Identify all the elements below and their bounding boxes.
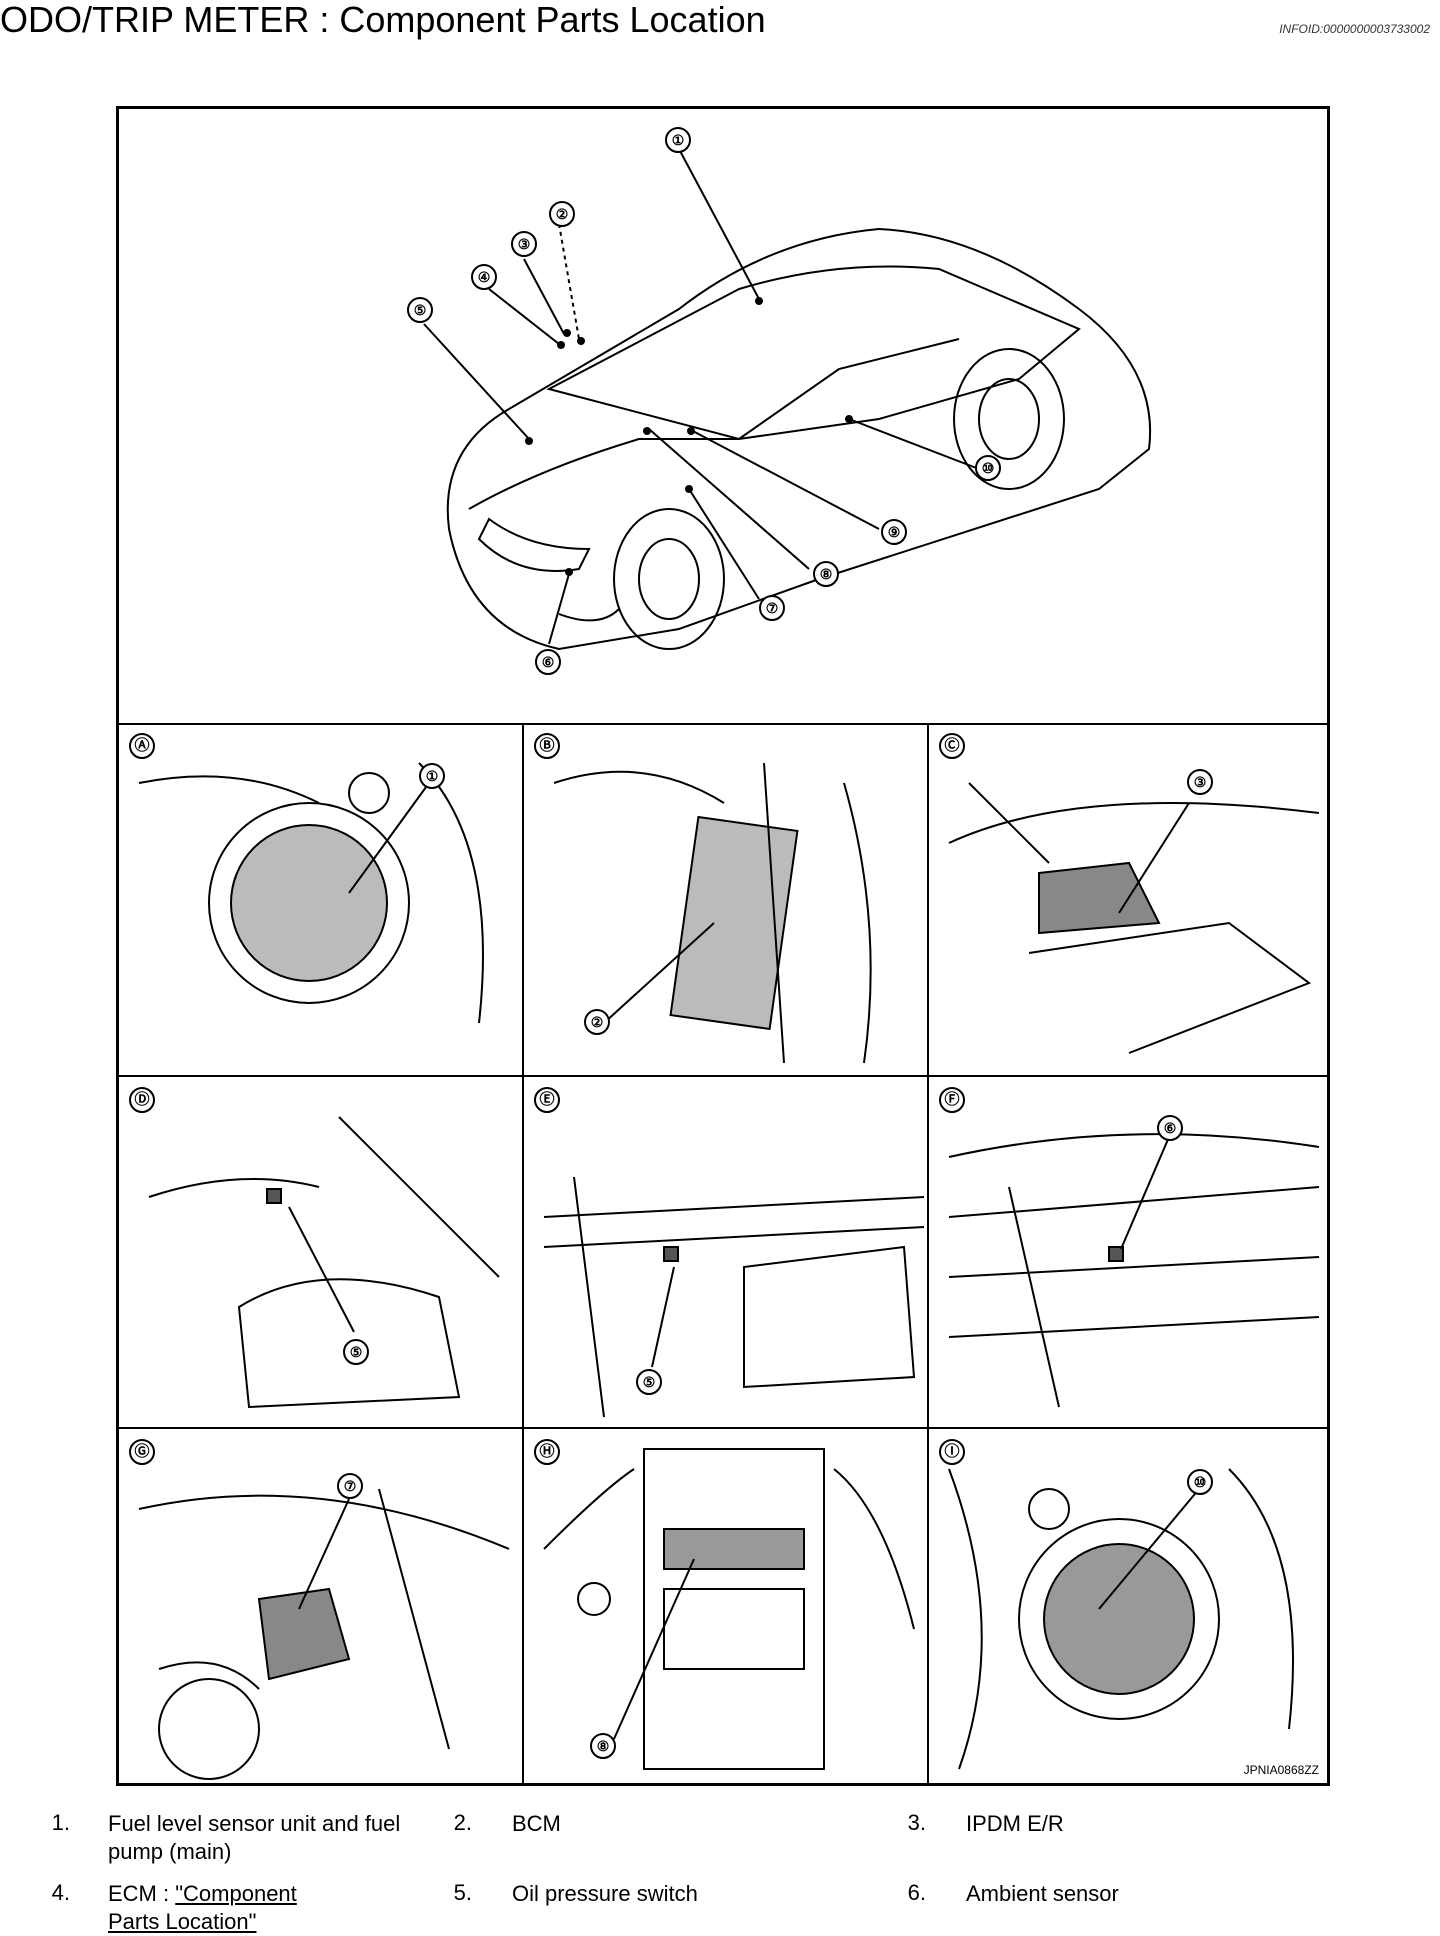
callout-9: ⑨ xyxy=(881,519,907,545)
callout-2: ② xyxy=(549,201,575,227)
vehicle-overview: ① ② ③ ④ ⑤ ⑥ ⑦ ⑧ ⑨ ⑩ xyxy=(119,109,1327,725)
page-title: ODO/TRIP METER : Component Parts Locatio… xyxy=(0,0,766,40)
component-location-figure: ① ② ③ ④ ⑤ ⑥ ⑦ ⑧ ⑨ ⑩ Ⓐ ① Ⓑ ② Ⓒ ③ Ⓓ ⑤ Ⓔ ⑤ … xyxy=(116,106,1330,1786)
detail-panel-c: Ⓒ ③ xyxy=(929,723,1327,1077)
callout-1: ① xyxy=(665,127,691,153)
panel-letter: Ⓘ xyxy=(939,1439,965,1465)
legend-text: Ambient sensor xyxy=(966,1881,1119,1906)
legend-number: 5. xyxy=(453,1880,472,1905)
detail-panel-d: Ⓓ ⑤ xyxy=(119,1077,524,1429)
panel-letter: Ⓖ xyxy=(129,1439,155,1465)
detail-panel-a: Ⓐ ① xyxy=(119,723,524,1077)
detail-panel-b: Ⓑ ② xyxy=(524,723,929,1077)
panel-callout: ③ xyxy=(1187,769,1213,795)
panel-letter: Ⓐ xyxy=(129,733,155,759)
panel-callout: ⑤ xyxy=(636,1369,662,1395)
detail-panel-i: Ⓘ ⑩ JPNIA0868ZZ xyxy=(929,1429,1327,1783)
legend-number: 2. xyxy=(453,1810,472,1835)
callout-10: ⑩ xyxy=(975,455,1001,481)
legend-text-prefix: ECM : xyxy=(108,1881,176,1906)
panel-callout: ⑩ xyxy=(1187,1469,1213,1495)
detail-panel-f: Ⓕ ⑥ xyxy=(929,1077,1327,1429)
callout-5: ⑤ xyxy=(407,297,433,323)
callout-7: ⑦ xyxy=(759,595,785,621)
info-id: INFOID:0000000003733002 xyxy=(1279,22,1430,36)
legend-item: 6. Ambient sensor xyxy=(906,1880,1296,1908)
legend-number: 4. xyxy=(51,1880,70,1905)
panel-callout: ⑤ xyxy=(343,1339,369,1365)
legend-number: 6. xyxy=(907,1880,926,1905)
panel-callout: ⑦ xyxy=(337,1473,363,1499)
legend-text: Fuel level sensor unit and fuel pump (ma… xyxy=(108,1811,401,1864)
panel-letter: Ⓔ xyxy=(534,1087,560,1113)
panel-callout: ⑥ xyxy=(1157,1115,1183,1141)
detail-panel-e: Ⓔ ⑤ xyxy=(524,1077,929,1429)
figure-code: JPNIA0868ZZ xyxy=(1243,1763,1319,1777)
detail-panel-h: Ⓗ ⑧ xyxy=(524,1429,929,1783)
legend-item: 5. Oil pressure switch xyxy=(452,1880,842,1908)
detail-panel-g: Ⓖ ⑦ xyxy=(119,1429,524,1783)
callout-4: ④ xyxy=(471,264,497,290)
legend-item: 2. BCM xyxy=(452,1810,842,1838)
panel-letter: Ⓓ xyxy=(129,1087,155,1113)
callout-3: ③ xyxy=(511,231,537,257)
panel-callout: ② xyxy=(584,1009,610,1035)
panel-letter: Ⓗ xyxy=(534,1439,560,1465)
panel-callout: ⑧ xyxy=(590,1733,616,1759)
panel-letter: Ⓕ xyxy=(939,1087,965,1113)
legend-text: Oil pressure switch xyxy=(512,1881,698,1906)
legend-text: IPDM E/R xyxy=(966,1811,1064,1836)
legend-number: 3. xyxy=(907,1810,926,1835)
callout-8: ⑧ xyxy=(813,561,839,587)
vehicle-line-drawing xyxy=(423,148,1152,651)
legend-text: BCM xyxy=(512,1811,561,1836)
panel-letter: Ⓑ xyxy=(534,733,560,759)
legend-item: 1. Fuel level sensor unit and fuel pump … xyxy=(0,1810,438,1866)
panel-letter: Ⓒ xyxy=(939,733,965,759)
legend-item: 3. IPDM E/R xyxy=(906,1810,1296,1838)
panel-callout: ① xyxy=(419,763,445,789)
legend-number: 1. xyxy=(51,1810,70,1835)
callout-6: ⑥ xyxy=(535,649,561,675)
